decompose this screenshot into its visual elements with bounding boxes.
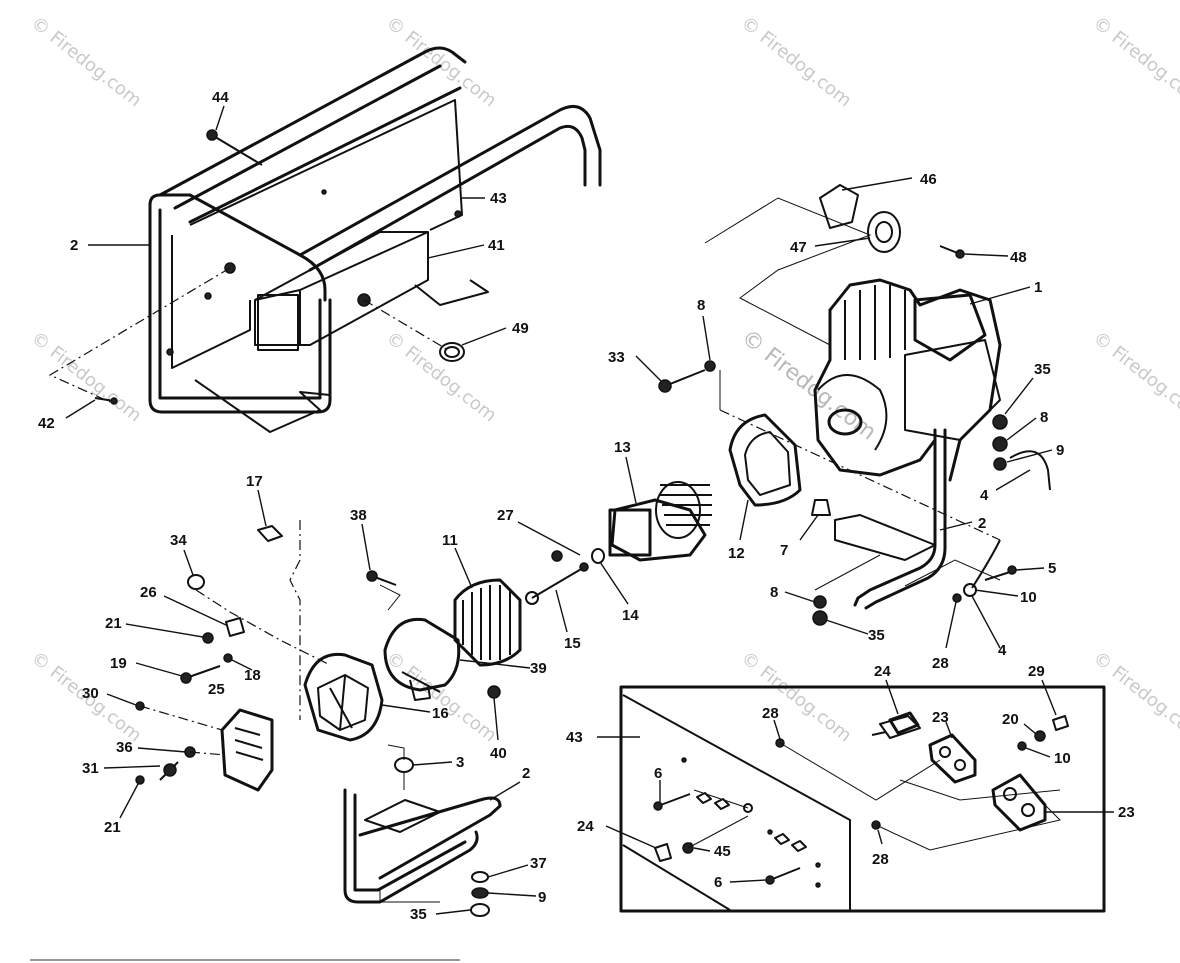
callout-29: 29 xyxy=(1028,663,1045,680)
callout-labels: 44 43 2 41 49 42 46 47 48 1 8 33 35 8 9 … xyxy=(38,89,1135,923)
callout-38: 38 xyxy=(350,507,367,524)
callout-40: 40 xyxy=(490,745,507,762)
callout-21: 21 xyxy=(104,819,121,836)
callout-41: 41 xyxy=(488,237,505,254)
callout-9: 9 xyxy=(1056,442,1064,459)
callout-47: 47 xyxy=(790,239,807,256)
callout-2: 2 xyxy=(70,237,78,254)
callout-leaders xyxy=(65,105,1114,915)
callout-4: 4 xyxy=(980,487,989,504)
callout-23: 23 xyxy=(932,709,949,726)
callout-3: 3 xyxy=(456,754,464,771)
callout-8: 8 xyxy=(770,584,778,601)
callout-37: 37 xyxy=(530,855,547,872)
callout-33: 33 xyxy=(608,349,625,366)
frame-assembly xyxy=(94,46,602,433)
callout-18: 18 xyxy=(244,667,261,684)
callout-15: 15 xyxy=(564,635,581,652)
callout-34: 34 xyxy=(170,532,187,549)
engine-assembly xyxy=(608,184,1051,626)
watermark: © Firedog.com xyxy=(737,647,855,746)
callout-44: 44 xyxy=(212,89,229,106)
callout-5: 5 xyxy=(1048,560,1056,577)
callout-24: 24 xyxy=(577,818,594,835)
callout-43: 43 xyxy=(566,729,583,746)
callout-6: 6 xyxy=(654,765,662,782)
watermark: © Firedog.com xyxy=(737,12,855,111)
callout-26: 26 xyxy=(140,584,157,601)
watermark: © Firedog.com xyxy=(1089,12,1180,111)
callout-36: 36 xyxy=(116,739,133,756)
callout-25: 25 xyxy=(208,681,225,698)
callout-1: 1 xyxy=(1034,279,1042,296)
callout-10: 10 xyxy=(1020,589,1037,606)
callout-31: 31 xyxy=(82,760,99,777)
callout-16: 16 xyxy=(432,705,449,722)
assembly-lines xyxy=(48,197,1061,903)
callout-24: 24 xyxy=(874,663,891,680)
callout-28: 28 xyxy=(872,851,889,868)
callout-17: 17 xyxy=(246,473,263,490)
callout-48: 48 xyxy=(1010,249,1027,266)
callout-27: 27 xyxy=(497,507,514,524)
callout-46: 46 xyxy=(920,171,937,188)
callout-28: 28 xyxy=(932,655,949,672)
callout-4: 4 xyxy=(998,642,1007,659)
callout-35: 35 xyxy=(1034,361,1051,378)
callout-13: 13 xyxy=(614,439,631,456)
callout-2: 2 xyxy=(978,515,986,532)
callout-10: 10 xyxy=(1054,750,1071,767)
callout-7: 7 xyxy=(780,542,788,559)
callout-49: 49 xyxy=(512,320,529,337)
callout-43: 43 xyxy=(490,190,507,207)
callout-39: 39 xyxy=(530,660,547,677)
watermark: © Firedog.com xyxy=(382,327,500,426)
callout-19: 19 xyxy=(110,655,127,672)
watermark: © Firedog.com xyxy=(27,12,145,111)
callout-12: 12 xyxy=(728,545,745,562)
callout-30: 30 xyxy=(82,685,99,702)
callout-20: 20 xyxy=(1002,711,1019,728)
callout-11: 11 xyxy=(442,532,458,549)
callout-21: 21 xyxy=(105,615,122,632)
watermark: © Firedog.com xyxy=(27,327,145,426)
watermark: © Firedog.com xyxy=(1089,327,1180,426)
callout-28: 28 xyxy=(762,705,779,722)
callout-6: 6 xyxy=(714,874,722,891)
callout-2: 2 xyxy=(522,765,530,782)
callout-8: 8 xyxy=(697,297,705,314)
callout-35: 35 xyxy=(410,906,427,923)
callout-42: 42 xyxy=(38,415,55,432)
callout-45: 45 xyxy=(714,843,731,860)
control-panel-inset xyxy=(619,685,1106,913)
callout-14: 14 xyxy=(622,607,639,624)
callout-9: 9 xyxy=(538,889,546,906)
callout-23: 23 xyxy=(1118,804,1135,821)
callout-8: 8 xyxy=(1040,409,1048,426)
callout-35: 35 xyxy=(868,627,885,644)
